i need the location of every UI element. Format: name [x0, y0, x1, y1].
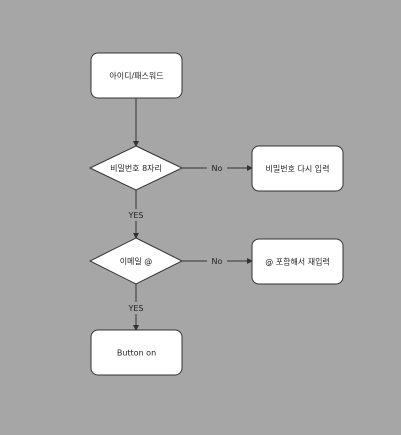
node-email-check-shape: [88, 237, 184, 285]
node-email-retry: @ 포함해서 재입력: [251, 238, 344, 285]
edge-label-password-no: No: [212, 164, 223, 173]
edge-label-bg-email-yes: [124, 302, 148, 314]
node-email-retry-label: @ 포함해서 재입력: [265, 257, 330, 267]
edge-label-password-yes: YES: [127, 211, 143, 220]
node-password-check-shape: [88, 145, 184, 191]
node-button-on-shape: [90, 329, 183, 376]
node-email-check: 이메일 @: [88, 237, 184, 285]
node-password-retry: 비밀번호 다시 입력: [251, 145, 344, 192]
node-start-label: 아이디/패스워드: [109, 71, 163, 81]
edge-label-email-no: No: [212, 257, 223, 266]
node-email-retry-shape: [251, 238, 344, 285]
edge-label-bg-password-yes: [124, 209, 148, 221]
node-password-check: 비밀번호 8자리: [88, 145, 184, 191]
edge-label-bg-email-no: [207, 255, 227, 267]
node-password-retry-label: 비밀번호 다시 입력: [266, 164, 330, 174]
edge-label-bg-password-no: [207, 162, 227, 174]
node-start-shape: [90, 52, 183, 99]
edge-label-email-yes: YES: [127, 304, 143, 313]
node-start: 아이디/패스워드: [90, 52, 183, 99]
node-button-on-label: Button on: [117, 349, 156, 358]
node-button-on: Button on: [90, 329, 183, 376]
node-password-check-label: 비밀번호 8자리: [110, 164, 162, 173]
node-password-retry-shape: [251, 145, 344, 192]
node-email-check-label: 이메일 @: [120, 256, 153, 266]
